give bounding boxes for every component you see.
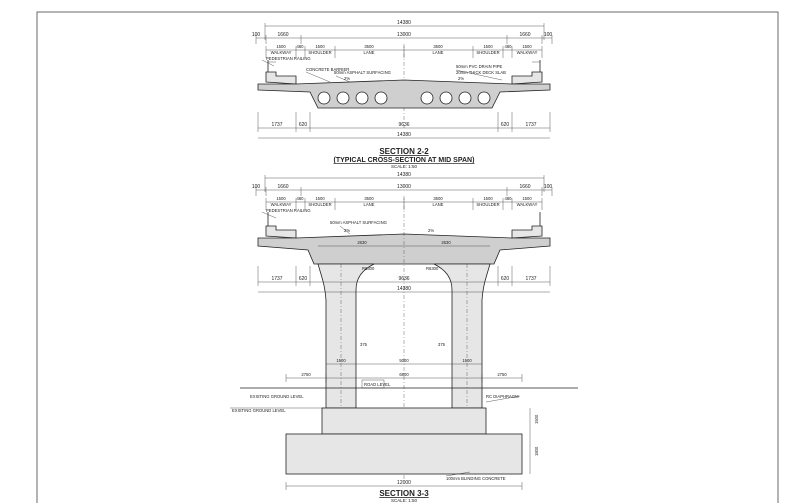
s22-bottom-dim-2: 9636 <box>398 122 409 128</box>
s33-lane-label-2: LANE <box>364 202 375 207</box>
s22-lane-dim-1: 480 <box>297 44 305 49</box>
s33-base-dim-2: 2750 <box>497 372 507 377</box>
s33-crossfall-right: 2% <box>428 228 434 233</box>
s22-lane-label-4: SHOULDER <box>476 50 499 55</box>
s22-lane-label-0: WALKWAY <box>271 50 292 55</box>
s33-bottom-dim-1: 620 <box>299 276 308 282</box>
s22-crossfall-left: 2% <box>344 76 350 81</box>
s33-base-dim-1: 6800 <box>399 372 409 377</box>
s22-overall-bottom: 14380 <box>397 132 411 138</box>
s33-lane-label-4: SHOULDER <box>476 202 499 207</box>
s22-subtitle: (TYPICAL CROSS-SECTION AT MID SPAN) <box>334 157 475 164</box>
s33-lane-dim-6: 480 <box>505 196 513 201</box>
s22-lane-dim-7: 1500 <box>522 44 532 49</box>
s22-label-drain: 50mm PVC DRAIN PIPE <box>456 64 503 69</box>
s22-lane-label-1: SHOULDER <box>308 50 331 55</box>
s33-bottom-dim-0: 1737 <box>271 276 282 282</box>
s33-lower-footing <box>285 433 523 475</box>
s33-lane-label-5: WALKWAY <box>517 202 538 207</box>
s33-label-blinding: 100mm BLINDING CONCRETE <box>446 476 506 481</box>
s22-lane-dim-6: 480 <box>505 44 513 49</box>
s33-lane-label-1: SHOULDER <box>308 202 331 207</box>
s22-label-barrier: CONCRETE BARRIER <box>306 67 349 72</box>
s33-cap-width: 9636 <box>398 276 409 282</box>
s33-label-ground: EXISTING GROUND LEVEL <box>250 394 304 399</box>
s33-cap-dim-0: 2630 <box>357 240 367 245</box>
s33-road-level: ROAD LEVEL <box>364 382 391 387</box>
s33-cap-overall: 14380 <box>397 286 411 292</box>
s22-lane-dim-0: 1500 <box>276 44 286 49</box>
s22-lane-label-3: LANE <box>433 50 444 55</box>
s22-lane-label-2: LANE <box>364 50 375 55</box>
s33-col-dim-0: 1500 <box>336 358 346 363</box>
s22-lane-dim-4: 3500 <box>433 44 443 49</box>
s33-lane-dim-3: 3500 <box>364 196 374 201</box>
s22-top-dim-3: 1660 <box>519 32 530 38</box>
s33-label-pedestrian: PEDESTRIAN RAILING <box>266 208 311 213</box>
s22-lane-label-5: WALKWAY <box>517 50 538 55</box>
s33-lane-label-0: WALKWAY <box>271 202 292 207</box>
s33-label-diaphragm: RC DIAPHRAGM <box>486 394 519 399</box>
s33-col-offset-left: 375 <box>360 342 368 347</box>
s33-lane-dim-4: 3500 <box>433 196 443 201</box>
s33-lane-dim-7: 1500 <box>522 196 532 201</box>
s22-top-dim-2: 13000 <box>397 32 411 38</box>
s22-bottom-dim-0: 1737 <box>271 122 282 128</box>
sheet-border <box>36 11 779 503</box>
s22-overall-top: 14380 <box>397 20 411 26</box>
s33-top-dim-3: 1660 <box>519 184 530 190</box>
s33-cap-dim-1: 2630 <box>441 240 451 245</box>
s33-label-surfacing: 50mm ASPHALT SURFACING <box>330 220 387 225</box>
s33-lane-label-3: LANE <box>433 202 444 207</box>
s22-bottom-dim-4: 1737 <box>525 122 536 128</box>
s33-base-dim-0: 2750 <box>301 372 311 377</box>
s33-top-dim-4: 100 <box>544 184 553 190</box>
s33-radius-left: R6300 <box>362 266 375 271</box>
s33-footing-depth-1: 1800 <box>534 446 539 456</box>
s33-scale: SCALE: 1:50 <box>391 498 418 503</box>
s33-col-dim-2: 1500 <box>462 358 472 363</box>
s33-footing-depth-0: 1500 <box>534 414 539 424</box>
s22-crossfall-right: 2% <box>458 76 464 81</box>
section-2-2: 14380 100 1660 13000 1660 100 <box>252 20 553 169</box>
s33-title: SECTION 3-3 <box>379 489 429 498</box>
s22-top-dim-1: 1660 <box>277 32 288 38</box>
s22-lane-dim-3: 3500 <box>364 44 374 49</box>
s33-right-column <box>433 263 491 409</box>
s22-deck-girder <box>257 79 551 109</box>
s33-bottom-dim-3: 1737 <box>525 276 536 282</box>
s22-voids <box>317 91 491 105</box>
s22-title: SECTION 2-2 <box>379 147 429 156</box>
s22-label-deck: 20mm THICK DECK SLAB <box>456 70 506 75</box>
s22-bottom-dim-3: 620 <box>501 122 510 128</box>
s22-scale: SCALE: 1:50 <box>391 164 418 169</box>
s33-col-dim-1: 5000 <box>399 358 409 363</box>
s33-upper-footing <box>321 407 487 435</box>
s33-crossfall-left: 2% <box>344 228 350 233</box>
s33-overall-top: 14380 <box>397 172 411 178</box>
s33-lane-dim-1: 480 <box>297 196 305 201</box>
s22-label-pedestrian: PEDESTRIAN RAILING <box>266 56 311 61</box>
s33-top-dim-2: 13000 <box>397 184 411 190</box>
s33-col-offset-right: 375 <box>438 342 446 347</box>
s22-lane-dim-5: 1500 <box>483 44 493 49</box>
s33-lane-dim-5: 1500 <box>483 196 493 201</box>
s33-radius-right: R6300 <box>426 266 439 271</box>
s33-deck-cap <box>257 233 551 265</box>
s33-lane-dim-2: 1500 <box>315 196 325 201</box>
s22-label-surfacing: 50mm ASPHALT SURFACING <box>334 70 391 75</box>
s33-bottom-dim-2: 620 <box>501 276 510 282</box>
s33-label-gl: EXISTING GROUND LEVEL <box>232 408 286 413</box>
s33-top-dim-0: 100 <box>252 184 261 190</box>
s22-lane-dim-2: 1500 <box>315 44 325 49</box>
s22-top-dim-4: 100 <box>544 32 553 38</box>
s33-lane-dim-0: 1500 <box>276 196 286 201</box>
s22-top-dim-0: 100 <box>252 32 261 38</box>
s33-footing-width: 12000 <box>397 480 411 486</box>
s33-top-dim-1: 1660 <box>277 184 288 190</box>
s22-bottom-dim-1: 620 <box>299 122 308 128</box>
section-3-3: 14380 100 1660 13000 1660 100 1500 <box>230 172 578 503</box>
